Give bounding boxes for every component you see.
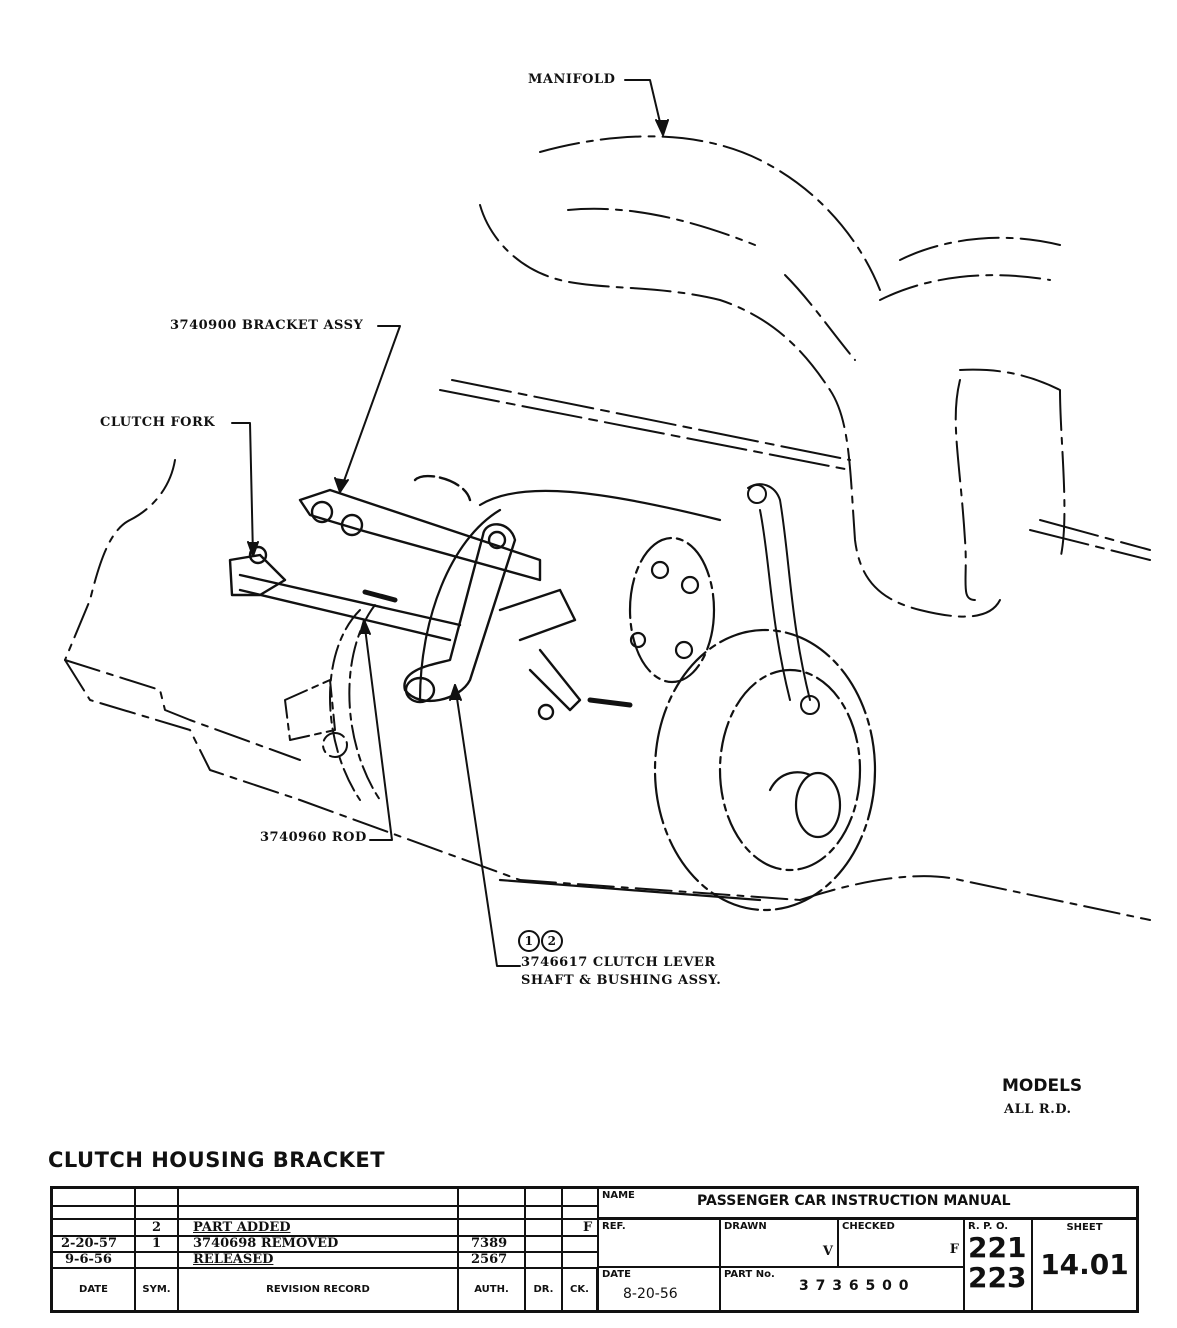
callout-bracket-assy: 3740900 BRACKET ASSY (170, 318, 364, 333)
callout-rod: 3740960 ROD (260, 830, 367, 845)
rev-row-3-sym-text: 2 (152, 1220, 162, 1235)
rpo-value-1: 221 (968, 1231, 1027, 1264)
document-title: CLUTCH HOUSING BRACKET (48, 1148, 386, 1172)
rev-row-4-sym: 1 (136, 1237, 179, 1253)
models-label: MODELS (1002, 1076, 1083, 1096)
name-label: NAME (602, 1190, 635, 1201)
rev-row-4-record: 3740698 REMOVED (179, 1237, 459, 1253)
checked-cell: CHECKED F (839, 1220, 965, 1268)
drawn-cell: DRAWN V (721, 1220, 839, 1268)
checked-value: F (949, 1242, 959, 1257)
bell-housing-outline (64, 459, 1151, 921)
ref-cell: REF. (599, 1220, 721, 1268)
sheet-label: SHEET (1066, 1222, 1103, 1233)
rev-row-2-dr (526, 1207, 563, 1220)
rpo-cell: R. P. O. 221 223 (965, 1220, 1033, 1310)
rev-row-4-date-text: 2-20-57 (61, 1237, 118, 1251)
rev-row-5-ck (563, 1253, 599, 1269)
rev-row-1-auth (459, 1189, 526, 1207)
callout-clutch-lever-line1: 3746617 CLUTCH LEVER (521, 955, 716, 970)
checked-label: CHECKED (842, 1221, 895, 1232)
rev-row-5-auth: 2567 (459, 1253, 526, 1269)
manifold-outline (479, 135, 1066, 618)
rpo-label: R. P. O. (968, 1221, 1009, 1232)
rev-row-5-dr (526, 1253, 563, 1269)
rev-row-2-date (53, 1207, 136, 1220)
rpo-value-2: 223 (968, 1261, 1027, 1294)
rev-row-1-sym (136, 1189, 179, 1207)
rev-row-4-date: 2-20-57 (53, 1237, 136, 1253)
sheet-value: 14.01 (1040, 1248, 1129, 1281)
rev-row-3-ck-text: F (583, 1220, 593, 1235)
drawn-label: DRAWN (724, 1221, 767, 1232)
part-number-cell: PART No. 3 7 3 6 5 0 0 (721, 1268, 965, 1310)
bracket-assembly (298, 474, 542, 582)
revision-symbol-2: 2 (541, 930, 563, 952)
ref-label: REF. (602, 1221, 626, 1232)
rev-row-3-date (53, 1220, 136, 1237)
header-date: DATE (53, 1269, 136, 1310)
rev-row-1-record (179, 1189, 459, 1207)
rev-row-3-record: PART ADDED (179, 1220, 459, 1237)
rev-row-1-dr (526, 1189, 563, 1207)
rev-row-5-date: 9-6-56 (53, 1253, 136, 1269)
rev-row-3-ck: F (563, 1220, 599, 1237)
header-dr: DR. (526, 1269, 563, 1310)
rev-row-5-date-text: 9-6-56 (65, 1253, 112, 1267)
date-cell: DATE 8-20-56 (599, 1268, 721, 1310)
rev-row-4-auth: 7389 (459, 1237, 526, 1253)
header-revision-record: REVISION RECORD (179, 1269, 459, 1310)
sheet-cell: SHEET 14.01 (1033, 1220, 1136, 1310)
rev-row-2-ck (563, 1207, 599, 1220)
support-strap (747, 483, 820, 715)
callout-manifold: MANIFOLD (528, 72, 616, 87)
leader-lines (231, 79, 669, 967)
part-number-value: 3 7 3 6 5 0 0 (799, 1278, 910, 1294)
rev-row-5-sym (136, 1253, 179, 1269)
revision-symbol-1: 1 (518, 930, 540, 952)
rev-row-3-auth (459, 1220, 526, 1237)
title-block: 2 PART ADDED F 2-20-57 1 3740698 REMOVED… (50, 1186, 1139, 1313)
header-ck: CK. (563, 1269, 599, 1310)
rev-row-1-date (53, 1189, 136, 1207)
part-number-label: PART No. (724, 1269, 775, 1280)
name-value: PASSENGER CAR INSTRUCTION MANUAL (697, 1193, 1011, 1209)
rod (228, 545, 462, 642)
rev-row-5-record-text: RELEASED (193, 1253, 274, 1267)
name-cell: NAME PASSENGER CAR INSTRUCTION MANUAL (599, 1189, 1136, 1220)
rev-row-2-auth (459, 1207, 526, 1220)
models-value: ALL R.D. (1004, 1102, 1072, 1117)
callout-clutch-lever-line2: SHAFT & BUSHING ASSY. (521, 973, 722, 988)
header-auth: AUTH. (459, 1269, 526, 1310)
rev-row-2-record (179, 1207, 459, 1220)
rev-row-3-record-text: PART ADDED (193, 1220, 291, 1235)
rev-row-3-sym: 2 (136, 1220, 179, 1237)
date-label: DATE (602, 1269, 631, 1280)
clutch-lever (403, 523, 633, 721)
rev-row-1-ck (563, 1189, 599, 1207)
rev-row-3-dr (526, 1220, 563, 1237)
rev-row-4-record-text: 3740698 REMOVED (193, 1237, 339, 1251)
drawn-value: V (822, 1244, 833, 1259)
date-value: 8-20-56 (623, 1286, 678, 1302)
rev-row-4-sym-text: 1 (152, 1237, 162, 1251)
rev-row-5-record: RELEASED (179, 1253, 459, 1269)
rev-row-4-ck (563, 1237, 599, 1253)
rev-row-4-dr (526, 1237, 563, 1253)
starter-motor (418, 489, 877, 912)
callout-clutch-fork: CLUTCH FORK (100, 415, 216, 430)
rev-row-2-sym (136, 1207, 179, 1220)
header-sym: SYM. (136, 1269, 179, 1310)
rev-row-5-auth-text: 2567 (471, 1253, 508, 1267)
technical-drawing (64, 79, 1151, 967)
engine-block-edges (439, 379, 1151, 561)
rev-row-4-auth-text: 7389 (471, 1237, 508, 1251)
